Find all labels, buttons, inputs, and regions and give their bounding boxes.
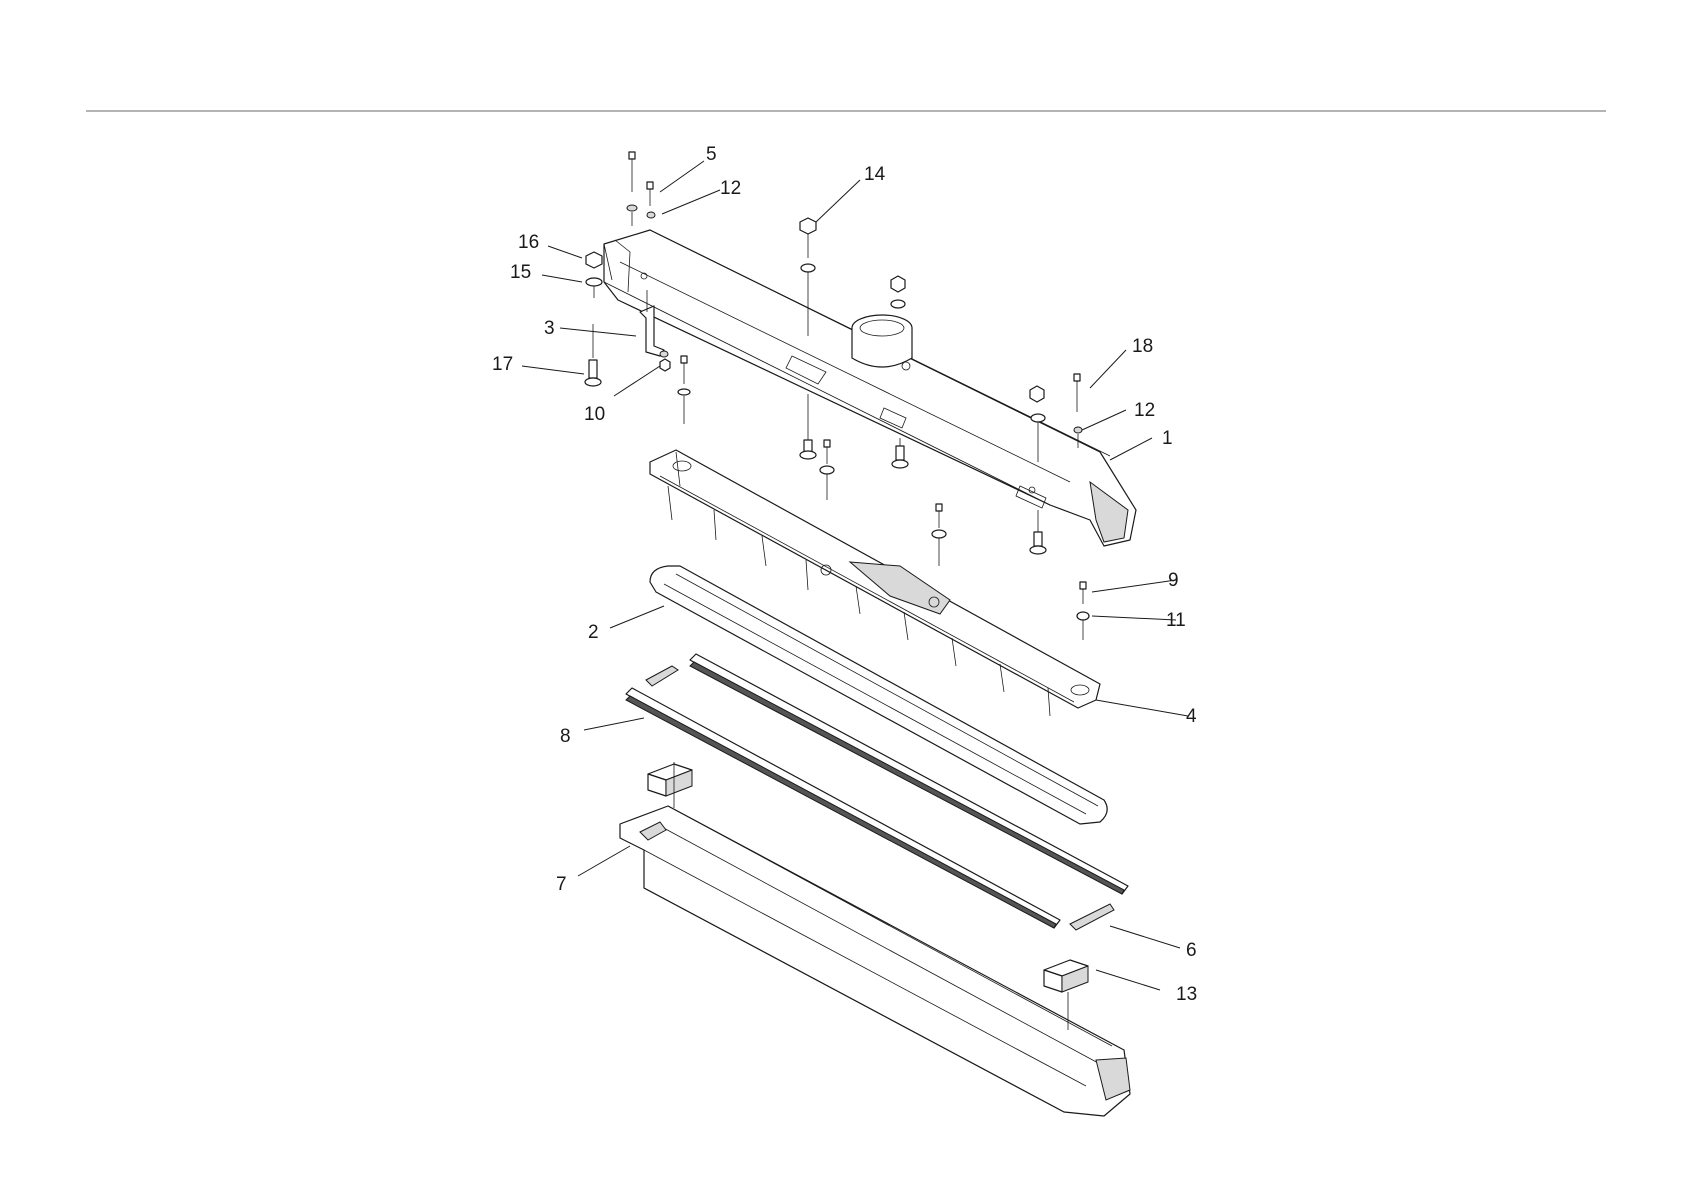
callout-17: 17 — [492, 354, 513, 375]
callout-2: 2 — [588, 622, 599, 643]
callout-8: 8 — [560, 726, 571, 747]
callout-15: 15 — [510, 262, 531, 283]
part-2-gasket — [650, 566, 1107, 824]
callout-16: 16 — [518, 232, 539, 253]
callout-13: 13 — [1176, 984, 1197, 1005]
callout-11: 11 — [1166, 610, 1186, 631]
callout-18: 18 — [1132, 336, 1153, 357]
callout-12-top: 12 — [720, 178, 741, 199]
part-1-top-cover — [604, 230, 1136, 546]
callout-5: 5 — [706, 144, 717, 165]
callout-12-right: 12 — [1134, 400, 1155, 421]
callout-7: 7 — [556, 874, 567, 895]
callout-10: 10 — [584, 404, 605, 425]
callout-9: 9 — [1168, 570, 1179, 591]
callout-1: 1 — [1162, 428, 1173, 449]
callout-4: 4 — [1186, 706, 1197, 727]
callout-14: 14 — [864, 164, 886, 185]
callout-3: 3 — [544, 318, 555, 339]
callout-6: 6 — [1186, 940, 1197, 961]
